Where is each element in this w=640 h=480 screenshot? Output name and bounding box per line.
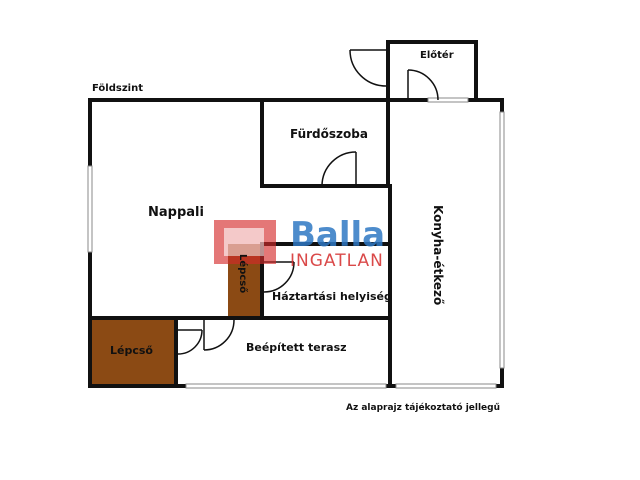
watermark-brand: Balla: [290, 215, 385, 255]
doors: [177, 49, 439, 355]
disclaimer: Az alaprajz tájékoztató jellegű: [346, 402, 500, 413]
room-konyha: Konyha-étkező: [431, 205, 445, 305]
watermark-logo: Balla INGATLAN: [214, 215, 385, 271]
room-lepcso-inner: Lépcső: [237, 254, 249, 293]
floor-label: Földszint: [92, 83, 143, 94]
room-nappali: Nappali: [148, 205, 204, 220]
watermark-sub: INGATLAN: [290, 251, 384, 271]
room-lepcso-outer: Lépcső: [110, 344, 153, 357]
room-furdoszoba: Fürdőszoba: [290, 127, 368, 141]
windows: [87, 97, 505, 389]
room-haztartasi: Háztartási helyiség: [272, 290, 392, 303]
stair-outer: [90, 320, 176, 386]
room-eloter: Előtér: [420, 49, 454, 61]
room-terasz: Beépített terasz: [246, 341, 347, 354]
